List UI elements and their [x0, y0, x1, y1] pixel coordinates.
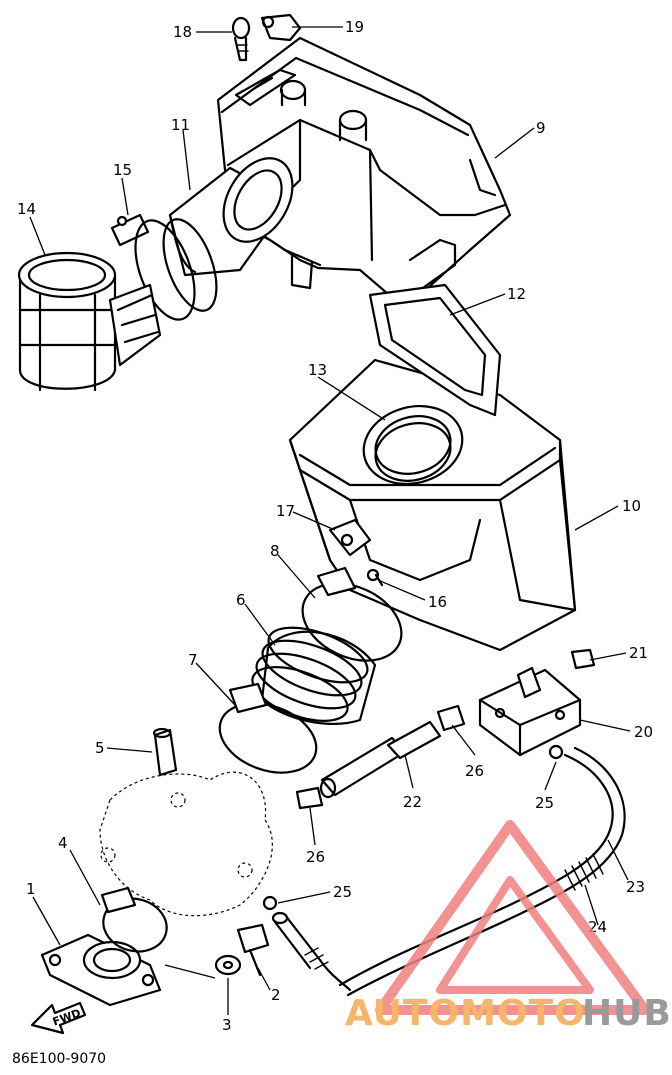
clip-part-17 — [328, 518, 372, 557]
label-18: 18 — [173, 23, 192, 41]
label-20: 20 — [634, 723, 653, 741]
joint-part-6 — [251, 626, 377, 726]
label-9: 9 — [536, 119, 546, 137]
label-5: 5 — [95, 739, 105, 757]
label-16: 16 — [428, 593, 447, 611]
label-25a: 25 — [535, 794, 554, 812]
fitting-part-19 — [260, 13, 302, 42]
label-2: 2 — [271, 986, 281, 1004]
label-3: 3 — [222, 1016, 232, 1034]
label-26a: 26 — [465, 762, 484, 780]
label-19: 19 — [345, 18, 364, 36]
watermark-text: AUTOMOTO HUB — [345, 993, 672, 1034]
screw-part-18 — [231, 16, 251, 62]
label-8: 8 — [270, 542, 280, 560]
document-code: 86E100-9070 — [12, 1051, 106, 1067]
fuel-pump-part-20 — [478, 666, 582, 757]
label-13: 13 — [308, 361, 327, 379]
label-12: 12 — [507, 285, 526, 303]
bolt-part-2 — [236, 923, 270, 977]
air-filter-part-14 — [17, 251, 162, 392]
watermark-brand-b: HUB — [582, 993, 672, 1034]
label-23: 23 — [626, 878, 645, 896]
label-6: 6 — [236, 591, 246, 609]
label-11: 11 — [171, 116, 190, 134]
hose-part-24 — [564, 853, 604, 891]
clamp-part-15 — [110, 213, 218, 321]
label-4: 4 — [58, 834, 68, 852]
label-15: 15 — [113, 161, 132, 179]
clip-part-26 — [295, 704, 466, 810]
lower-case-part-10 — [288, 358, 577, 652]
clamp-part-4 — [100, 886, 168, 953]
watermark-logo — [375, 820, 650, 1015]
gasket-part-12 — [368, 283, 502, 417]
label-26b: 26 — [306, 848, 325, 866]
washer-part-3 — [214, 954, 242, 976]
label-14: 14 — [17, 200, 36, 218]
manifold-part-1 — [40, 933, 162, 1007]
fwd-label: FWD — [51, 1006, 82, 1028]
label-22: 22 — [403, 793, 422, 811]
part-number-labels: 18 19 9 11 15 14 12 13 10 17 16 8 6 7 5 … — [17, 18, 653, 1034]
label-21: 21 — [629, 644, 648, 662]
label-17: 17 — [276, 502, 295, 520]
hose-part-22 — [319, 720, 442, 799]
intake-tube-part-11 — [168, 157, 294, 277]
fwd-arrow: FWD — [30, 1001, 87, 1035]
stud-part-5 — [152, 727, 178, 777]
fitting-part-21 — [570, 648, 596, 670]
clamp-part-8 — [301, 566, 403, 662]
label-7: 7 — [188, 651, 198, 669]
label-25b: 25 — [333, 883, 352, 901]
watermark-brand-a: AUTOMOTO — [345, 993, 586, 1034]
hose-part-23 — [338, 746, 626, 997]
carb-gasket-outline — [99, 771, 273, 917]
leader-lines — [29, 26, 631, 1015]
label-10: 10 — [622, 497, 641, 515]
fuel-line-end — [271, 911, 352, 992]
clip-part-25 — [262, 744, 564, 911]
label-1: 1 — [26, 880, 36, 898]
